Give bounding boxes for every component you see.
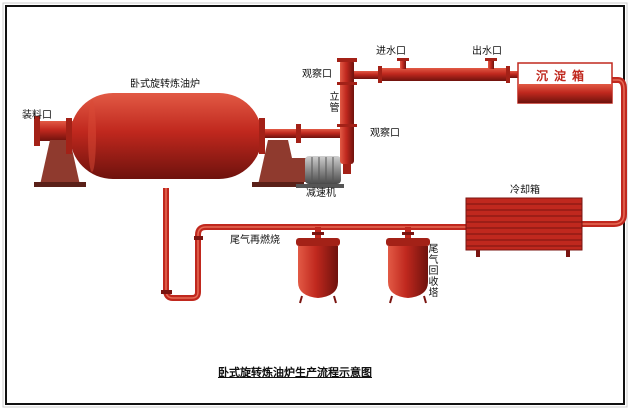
recovery-tower-body [388,246,428,298]
drum-flange-right [259,118,265,154]
right-support-base [252,182,304,187]
settling-tank-liquid [518,84,612,103]
outlet-flange [296,124,301,143]
cooling-box-body [465,197,583,251]
standpipe-drain [343,164,351,174]
cooling-leg-right [566,250,570,257]
condenser-tube [378,68,510,81]
reducer-label: 减速机 [306,188,336,199]
loading-port-flange [34,116,40,146]
tank-inlet-pipe [510,71,520,78]
rotary-reactor [34,93,304,187]
tail-gas-main-pipe-highlight [165,188,468,299]
tail-gas-recovery-label: 尾气回收塔 [428,244,439,299]
loading-port-label: 装料口 [22,110,52,121]
water-outlet-cap [485,58,497,61]
cooling-box [465,197,583,257]
reactor-label: 卧式旋转炼油炉 [130,79,200,90]
reactor-drum-shine [88,100,96,172]
water-outlet-stub [488,60,494,69]
reburn-tower-body [298,246,338,298]
standpipe-ring-2 [337,124,357,127]
pipe-flange-a [161,290,172,294]
water-inlet-stub [400,60,406,69]
diagram-caption: 卧式旋转炼油炉生产流程示意图 [218,366,372,379]
left-support-base [34,182,86,187]
drum-flange-left [66,118,72,154]
observation-port-bottom-label: 观察口 [370,128,400,139]
condenser-flange-left [378,66,382,83]
water-outlet-label: 出水口 [472,46,502,57]
right-support [258,140,298,185]
reactor-drum [70,93,262,179]
pipe-flange-b [194,236,203,240]
condenser-flange-right [506,66,510,83]
cooling-leg-left [476,250,480,257]
tank-to-cooling-pipe-highlight [582,79,625,225]
tail-gas-reburn-label: 尾气再燃烧 [230,235,280,246]
standpipe-elbow-pipe [352,71,378,79]
reburn-tower [296,238,340,304]
motor-base [296,184,344,188]
standpipe-top-cap [337,58,357,62]
observation-port-top-label: 观察口 [302,69,332,80]
recovery-tower [386,238,430,304]
water-inlet-cap [397,58,409,61]
standpipe [337,58,357,174]
tower1-inlet-flange [312,232,324,235]
standpipe-column [340,60,354,164]
tower2-inlet-flange [402,232,414,235]
water-inlet-label: 进水口 [376,46,406,57]
reducer-motor [290,156,344,188]
settling-tank-label: 沉淀箱 [536,69,591,83]
standpipe-ring-1 [337,82,357,85]
standpipe-label: 立管 [329,92,340,114]
piping [161,58,627,301]
motor-body [305,156,341,184]
cooling-box-label: 冷却箱 [510,185,540,196]
settling-tank [517,62,613,104]
